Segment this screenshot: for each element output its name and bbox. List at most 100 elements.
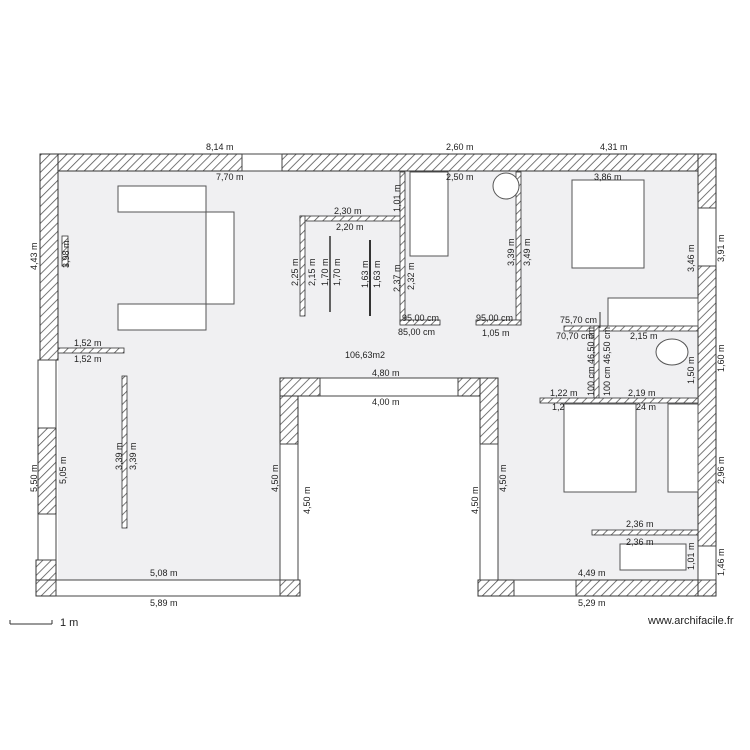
window-right-b bbox=[697, 545, 717, 581]
dimension-label: 100 cm bbox=[602, 366, 612, 396]
wall-right-middle bbox=[697, 265, 717, 547]
sofa-bottom bbox=[117, 303, 207, 331]
wall-right-upper bbox=[697, 153, 717, 209]
furniture bbox=[117, 171, 699, 571]
partition-bedroom2-top bbox=[539, 397, 699, 404]
dimension-label: 1,01 m bbox=[686, 542, 696, 570]
bed-second bbox=[563, 403, 637, 493]
dimension-label: 1,63 m bbox=[360, 260, 370, 288]
dimension-label: 46,50 cm bbox=[586, 327, 596, 364]
dimension-label: 5,89 m bbox=[150, 598, 178, 608]
dimension-label: 70,70 cm bbox=[556, 331, 593, 341]
area-label: 106,63m2 bbox=[345, 350, 385, 360]
partition-living-pillar bbox=[121, 375, 128, 529]
partition-corridor-left bbox=[299, 215, 306, 317]
dimension-label: 4,50 m bbox=[470, 486, 480, 514]
partition-bath-bottom-right bbox=[475, 319, 522, 326]
dimension-label: 3,46 m bbox=[686, 244, 696, 272]
dimension-label: 2,25 m bbox=[290, 258, 300, 286]
wall-stub-mark bbox=[61, 235, 69, 267]
dimension-label: 24 m bbox=[636, 402, 656, 412]
scale-label: 1 m bbox=[60, 617, 78, 629]
dimension-label: 2,32 m bbox=[406, 262, 416, 290]
window-left-a bbox=[37, 359, 57, 429]
window-bottom-right bbox=[513, 579, 577, 597]
dimension-label: 85,00 cm bbox=[398, 327, 435, 337]
dimension-label: 2,96 m bbox=[716, 456, 726, 484]
dimension-label: 2,36 m bbox=[626, 519, 654, 529]
wall-left-middle bbox=[37, 427, 57, 515]
dimension-label: 1,50 m bbox=[686, 356, 696, 384]
wardrobe bbox=[607, 297, 699, 327]
dimension-label: 4,31 m bbox=[600, 142, 628, 152]
dimension-label: 1,52 m bbox=[74, 338, 102, 348]
bathtub bbox=[409, 171, 449, 257]
dimension-label: 7,70 m bbox=[216, 172, 244, 182]
dimension-label: 1,22 m bbox=[550, 388, 578, 398]
toilet bbox=[655, 338, 689, 366]
dimension-label: 3,86 m bbox=[594, 172, 622, 182]
dimension-label: 2,20 m bbox=[336, 222, 364, 232]
wall-bottom-mid bbox=[477, 579, 515, 597]
dimension-label: 95,00 cm bbox=[402, 313, 439, 323]
credit-text: www.archifacile.fr bbox=[647, 615, 734, 627]
dimension-label: 4,50 m bbox=[302, 486, 312, 514]
wall-bottom-right bbox=[575, 579, 717, 597]
dimension-label: 46,50 cm bbox=[602, 327, 612, 364]
wall-left-upper bbox=[39, 153, 59, 361]
partition-bath-right bbox=[515, 171, 522, 325]
dimension-label: 4,00 m bbox=[372, 397, 400, 407]
dimension-label: 1,60 m bbox=[716, 344, 726, 372]
dimension-label: 1,05 m bbox=[482, 328, 510, 338]
dimension-label: 3,39 m bbox=[128, 442, 138, 470]
washbasin bbox=[492, 172, 520, 200]
dimension-label: 3,91 m bbox=[716, 234, 726, 262]
dimension-label: 4,80 m bbox=[372, 368, 400, 378]
dimension-label: 100 cm bbox=[586, 366, 596, 396]
dimension-label: 1,52 m bbox=[74, 354, 102, 364]
dimension-label: 2,30 m bbox=[334, 206, 362, 216]
windows bbox=[37, 153, 717, 597]
window-inner-right bbox=[479, 443, 499, 581]
wall-inner-right bbox=[479, 377, 499, 445]
wall-top-left bbox=[39, 153, 243, 172]
dimension-label: 4,50 m bbox=[498, 464, 508, 492]
dimension-label: 2,36 m bbox=[626, 537, 654, 547]
dimension-label: 2,50 m bbox=[446, 172, 474, 182]
dimension-label: 3,49 m bbox=[522, 238, 532, 266]
dimension-label: 2,60 m bbox=[446, 142, 474, 152]
dimension-label: 95,00 cm bbox=[476, 313, 513, 323]
dimension-label: 5,29 m bbox=[578, 598, 606, 608]
window-inner-left bbox=[279, 443, 299, 581]
dimension-label: 1,2 bbox=[552, 402, 565, 412]
dimension-label: 1,01 m bbox=[392, 184, 402, 212]
dimension-label: 2,19 m bbox=[628, 388, 656, 398]
bed-master bbox=[571, 179, 645, 269]
dimension-label: 3,98 m bbox=[61, 240, 71, 268]
window-top bbox=[241, 153, 283, 172]
dimension-label: 1,63 m bbox=[372, 260, 382, 288]
sofa-side bbox=[205, 211, 235, 305]
exterior-walls bbox=[35, 153, 717, 597]
dimension-label: 4,49 m bbox=[578, 568, 606, 578]
wall-right-lower bbox=[697, 579, 717, 597]
dimension-label: 4,43 m bbox=[29, 242, 39, 270]
window-bottom-left bbox=[55, 579, 281, 597]
window-left-b bbox=[37, 513, 57, 561]
desk bbox=[619, 543, 687, 571]
partition-bath-bottom bbox=[399, 319, 441, 326]
dimension-label: 1,70 m bbox=[320, 258, 330, 286]
window-inner-top bbox=[319, 377, 459, 397]
interior-walls bbox=[57, 171, 699, 536]
dimension-label: 2,15 m bbox=[307, 258, 317, 286]
dimension-label: 4,50 m bbox=[270, 464, 280, 492]
partition-bedroom2-bottom bbox=[591, 529, 699, 536]
dimension-label: 1,70 m bbox=[332, 258, 342, 286]
dimension-label: 5,08 m bbox=[150, 568, 178, 578]
dimension-labels: 8,14 m 2,60 m 4,31 m 7,70 m 2,50 m 3,86 … bbox=[29, 142, 726, 608]
partition-left-hall bbox=[57, 347, 125, 354]
scale-bar bbox=[9, 620, 53, 625]
dimension-label: 1,46 m bbox=[716, 548, 726, 576]
dimension-label: 2,37 m bbox=[392, 264, 402, 292]
